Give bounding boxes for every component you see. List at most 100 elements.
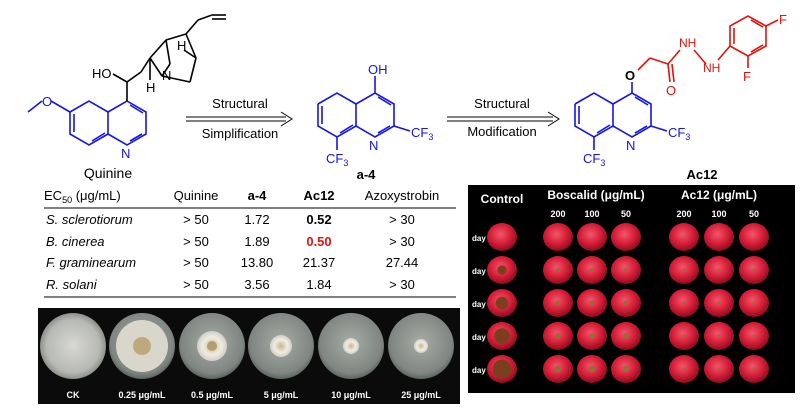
svg-text:3.56: 3.56 <box>244 277 269 292</box>
ac12-cf3-right-label: CF3 <box>668 125 690 142</box>
table-header-quinine: Quinine <box>174 188 219 203</box>
a4-cf3-right-label: CF3 <box>411 125 433 142</box>
lesion <box>555 333 561 339</box>
svg-text:> 50: > 50 <box>183 234 209 249</box>
lesion <box>682 301 686 305</box>
a4-structure <box>317 76 411 150</box>
svg-text:1.72: 1.72 <box>244 212 269 227</box>
table-row: B. cinerea > 50 1.89 0.50 > 30 <box>46 234 415 249</box>
quinine-name-label: Quinine <box>84 165 132 181</box>
svg-text:1.89: 1.89 <box>244 234 269 249</box>
petri-plate-panel: CK 0.25 μg/mL 0.5 μg/mL 5 μg/mL 10 μg/mL… <box>38 308 460 404</box>
table-row: F. graminearum > 50 13.80 21.37 27.44 <box>46 255 418 270</box>
svg-text:27.44: 27.44 <box>386 255 419 270</box>
a4-name-label: a-4 <box>357 167 377 182</box>
apple <box>739 223 769 251</box>
lesion <box>590 268 594 272</box>
lesion <box>554 365 562 373</box>
apple <box>704 223 734 251</box>
svg-text:R. solani: R. solani <box>46 277 98 292</box>
ac12-best-value: 0.50 <box>306 234 331 249</box>
lesion <box>497 265 507 275</box>
svg-text:> 50: > 50 <box>183 255 209 270</box>
arrow1-top-label: Structural <box>212 96 268 111</box>
table-header-ac12: Ac12 <box>303 188 334 203</box>
lesion <box>717 301 721 305</box>
ac12-ether-o-label: O <box>625 68 635 83</box>
quinine-structure <box>27 14 226 146</box>
svg-text:1.84: 1.84 <box>306 277 331 292</box>
dose-label: 200 <box>550 209 565 219</box>
dose-label: 100 <box>711 209 726 219</box>
lesion <box>717 367 721 371</box>
quinine-ho-label: HO <box>92 66 112 81</box>
quinine-ring-n-label: N <box>121 146 130 161</box>
ac12-quinoline <box>574 82 668 150</box>
dose-label: 50 <box>621 209 631 219</box>
plate-0-5 <box>179 313 245 379</box>
a4-cf3-bottom-label: CF3 <box>326 151 348 168</box>
plate-label: 10 μg/mL <box>331 390 371 400</box>
lesion <box>624 268 628 272</box>
day-label: day 2 <box>472 267 493 276</box>
quinine-h-label-1: H <box>177 38 186 53</box>
lesion <box>682 334 686 338</box>
ac12-carbonyl-o-label: O <box>666 83 676 98</box>
svg-text:13.80: 13.80 <box>241 255 274 270</box>
a4-oh-label: OH <box>368 62 388 77</box>
svg-text:21.37: 21.37 <box>303 255 336 270</box>
lesion <box>494 328 510 344</box>
lesion <box>589 333 595 339</box>
simplification-arrow <box>186 111 293 127</box>
lesion <box>623 333 629 339</box>
petri-plates: CK 0.25 μg/mL 0.5 μg/mL 5 μg/mL 10 μg/mL… <box>40 313 454 400</box>
lesion <box>752 268 756 272</box>
svg-text:> 30: > 30 <box>389 234 415 249</box>
plate-0-25 <box>109 313 175 379</box>
day-label: day 4 <box>472 333 493 342</box>
svg-text:0.52: 0.52 <box>306 212 331 227</box>
lesion <box>682 268 686 272</box>
lesion <box>717 268 721 272</box>
modification-arrow <box>447 111 560 127</box>
plate-label: CK <box>67 390 80 400</box>
apple <box>543 223 573 251</box>
quinine-n-label: N <box>162 68 171 83</box>
svg-text:> 30: > 30 <box>389 212 415 227</box>
apple <box>611 223 641 251</box>
lesion <box>622 365 630 373</box>
svg-text:> 30: > 30 <box>389 277 415 292</box>
lesion <box>555 300 561 306</box>
ac12-nh-label-2: NH <box>703 61 720 75</box>
lesion <box>589 300 595 306</box>
table-row: S. sclerotiorum > 50 1.72 0.52 > 30 <box>46 212 415 227</box>
svg-text:> 50: > 50 <box>183 277 209 292</box>
lesion <box>752 334 756 338</box>
arrow1-bottom-label: Simplification <box>202 126 279 141</box>
apple-header-boscalid: Boscalid (μg/mL) <box>547 188 644 202</box>
plate-10 <box>318 313 384 379</box>
lesion <box>556 268 560 272</box>
lesion <box>717 334 721 338</box>
day-label: day 5 <box>472 366 493 375</box>
arrow2-bottom-label: Modification <box>467 124 536 139</box>
apple <box>487 223 517 251</box>
apple <box>669 223 699 251</box>
plate-5 <box>248 313 314 379</box>
ac12-n-label: N <box>626 138 635 153</box>
svg-text:F. graminearum: F. graminearum <box>46 255 136 270</box>
plate-label: 25 μg/mL <box>401 390 441 400</box>
apple-grid: Control Boscalid (μg/mL) Ac12 (μg/mL) 20… <box>472 188 769 383</box>
lesion <box>682 367 686 371</box>
lesion <box>623 300 629 306</box>
day-label: day 1 <box>472 234 493 243</box>
apple-assay-panel: Control Boscalid (μg/mL) Ac12 (μg/mL) 20… <box>468 185 795 393</box>
quinine-o-label: O <box>42 94 52 109</box>
dose-label: 50 <box>749 209 759 219</box>
dose-label: 200 <box>676 209 691 219</box>
dose-label: 100 <box>584 209 599 219</box>
apple-header-control: Control <box>481 192 524 206</box>
svg-text:S. sclerotiorum: S. sclerotiorum <box>46 212 133 227</box>
ac12-nh-label-1: NH <box>679 36 696 50</box>
ac12-f-label-1: F <box>779 12 787 27</box>
